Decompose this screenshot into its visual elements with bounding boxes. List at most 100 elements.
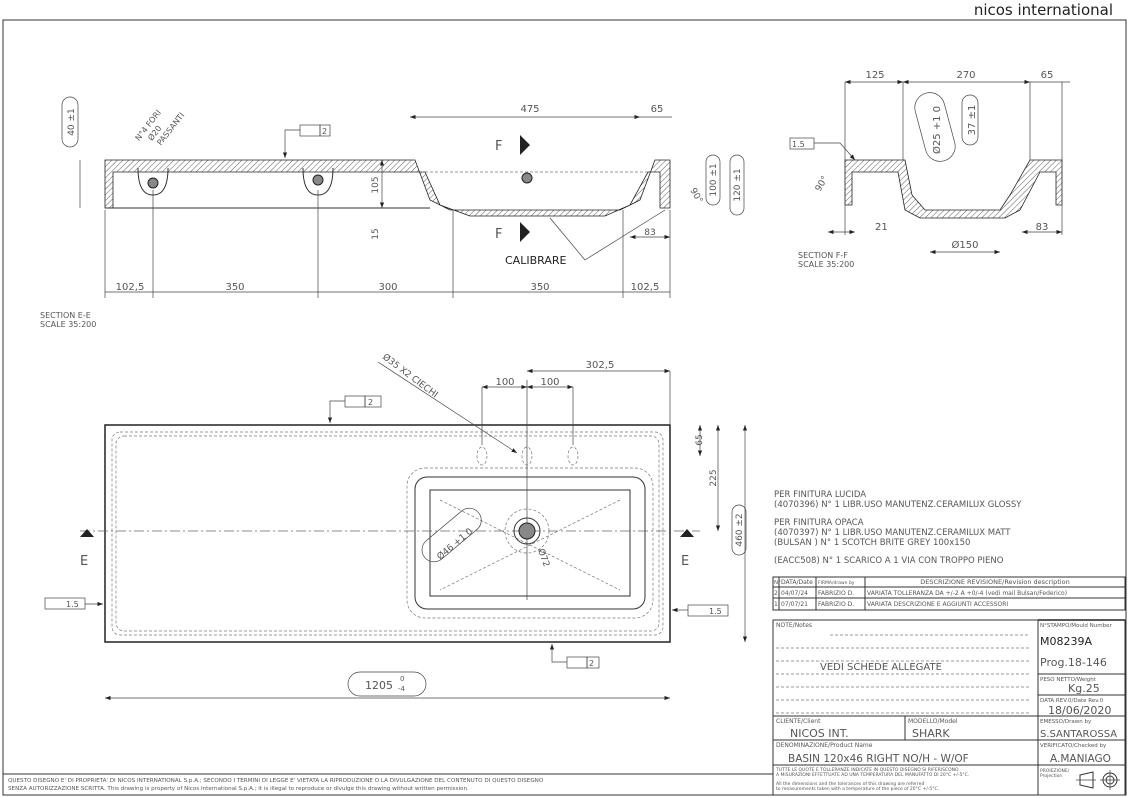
section-ee-dims-d100: 100 ±1: [709, 163, 719, 196]
title-block-client-label: CLIENTE/Client: [776, 718, 821, 725]
section-ff-dims-angle: 90°: [814, 175, 831, 194]
plan-flatness-right: 1.5: [709, 607, 722, 616]
section-ff-dims-d25: Ø25 +1 0: [931, 106, 943, 154]
title-block-product: BASIN 120x46 RIGHT NO/H - W/OF: [788, 753, 969, 765]
title-block-model-label: MODELLO/Model: [908, 718, 958, 725]
title-block-weight-label: PESO NETTO/Weight: [1040, 677, 1097, 683]
tap-hole-1: [147, 177, 159, 189]
plan-flatness-top: 2: [368, 398, 373, 407]
title-block-notes-label: NOTE/Notes: [776, 622, 812, 629]
plan-dims-d460: 460 ±2: [735, 513, 745, 546]
section-ee-dims-bottom-3: 350: [530, 282, 549, 293]
revisions-rows-0-3: VARIATA TOLLERANZA DA +/-2 A +0/-4 (vedi…: [867, 590, 1067, 597]
title-block-drawn-label: EMESSO/Drawn by: [1040, 719, 1092, 725]
title-block-tol-it-0: TUTTE LE QUOTE E TOLLERANZE INDICATE IN …: [775, 767, 959, 773]
notes-block-1: (4070396) N° 1 LIBR.USO MANUTENZ.CERAMIL…: [774, 500, 1022, 510]
plan-section-mark: E: [80, 554, 88, 569]
plan-dims-d46: Ø46 +1 0: [435, 526, 475, 562]
plan-holes-note: Ø35 X2 CIECHI: [380, 352, 440, 401]
title-block-drawn: S.SANTAROSSA: [1040, 729, 1117, 740]
plan-view: Ø46 +1 0 Ø72 100 100 302,5 Ø35 X2 CIECHI…: [44, 352, 748, 701]
section-ff-flatness: 1.5: [792, 140, 805, 149]
title-block-date: 18/06/2020: [1048, 704, 1111, 717]
section-ee-dims-angle: 90°: [687, 187, 704, 206]
title-block-date-label: DATA REV.0/Date Rev.0: [1040, 698, 1104, 704]
bowl-outline: [414, 476, 646, 610]
section-ee-flatness: 2: [322, 127, 327, 136]
section-ff-label: SECTION F-F: [798, 251, 848, 260]
section-ff-scale: SCALE 35:200: [798, 260, 854, 269]
title-block-projection-label-0: PROIEZIONE/: [1040, 768, 1070, 774]
plan-dims-d72: Ø72: [535, 547, 552, 568]
notes-block-4: (BULSAN ) N° 1 SCOTCH BRITE GREY 100x150: [774, 538, 970, 548]
section-ff-dims-d125: 125: [865, 70, 884, 81]
title-block-mould-label: N°STAMPO/Mould Number: [1040, 623, 1112, 629]
section-ee-dims-bottom-0: 102,5: [116, 282, 145, 293]
section-ee-dims-bottom-2: 300: [378, 282, 397, 293]
accessory-notes: PER FINITURA LUCIDA (4070396) N° 1 LIBR.…: [774, 490, 1022, 566]
revision-table: N° DATA/Date FIRMA/drawn by DESCRIZIONE …: [772, 576, 1126, 611]
notes-block-3: (4070397) N° 1 LIBR.USO MANUTENZ.CERAMIL…: [774, 528, 1011, 538]
section-ee-calibrare: CALIBRARE: [505, 254, 566, 267]
section-ff-dims-d83: 83: [1036, 222, 1049, 233]
section-ee-scale: SCALE 35:200: [40, 320, 96, 329]
footer-0: QUESTO DISEGNO E' DI PROPRIETA' DI NICOS…: [8, 778, 544, 784]
revisions-rows-0-0: 2: [774, 590, 778, 597]
revisions-rows-0-1: 04/07/24: [781, 590, 808, 597]
plan-dims-tol-dn: -4: [398, 685, 406, 693]
projection-symbol-icon: [1076, 770, 1120, 790]
title-block-prog: Prog.18-146: [1040, 656, 1107, 669]
plan-section-mark: E: [681, 554, 689, 569]
title-block-mould: M08239A: [1040, 635, 1092, 648]
plan-dims-d302: 302,5: [586, 360, 615, 371]
revisions-headers-0: N°: [774, 580, 781, 586]
section-ee-section-mark: F: [495, 227, 502, 242]
revisions-rows-1-0: 1: [774, 601, 778, 608]
plan-dims-d225: 225: [709, 469, 719, 486]
drain-hole: [521, 172, 533, 184]
footer-1: SENZA AUTORIZZAZIONE SCRITTA. This drawi…: [8, 786, 469, 792]
drain-icon: [518, 522, 536, 540]
revisions-rows-1-2: FABRIZIO D.: [818, 601, 854, 608]
plan-dims-d65: 65: [695, 434, 705, 445]
title-block-model: SHARK: [912, 727, 950, 740]
revisions-rows-1-1: 07/07/21: [781, 601, 808, 608]
revisions-headers-1: DATA/Date: [781, 579, 813, 586]
section-ee-dims-d15: 15: [371, 228, 381, 239]
title-block-tol-en-1: to measurements taken with a temperature…: [776, 786, 939, 792]
section-f-f: 125 270 65 Ø25 +1 0 37 ±1 1.5 90° 21 83 …: [789, 70, 1070, 269]
section-ff-dims-d21: 21: [875, 222, 888, 233]
plan-dims-d1205: 1205: [365, 679, 393, 692]
title-block-checked: A.MANIAGO: [1050, 753, 1111, 765]
company-logo: nicos international: [974, 1, 1113, 19]
basin-outline: [104, 424, 671, 643]
section-ee-dims-bottom-1: 350: [225, 282, 244, 293]
holes-note: N°4 FORI Ø20 PASSANTI: [133, 108, 186, 147]
plan-dims-d100a: 100: [495, 377, 514, 388]
title-block-client: NICOS INT.: [790, 727, 849, 740]
title-block-weight: Kg.25: [1068, 682, 1100, 695]
revisions-rows-1-3: VARIATA DESCRIZIONE E AGGIUNTI ACCESSORI: [867, 601, 1008, 608]
revisions-rows-0-2: FABRIZIO D.: [818, 590, 854, 597]
title-block-tol-en-0: All the dimensions and the tolerances of…: [776, 781, 924, 787]
section-ee-section-mark: F: [495, 139, 502, 154]
section-ff-dims-d270: 270: [956, 70, 975, 81]
section-ee-dims-d120: 120 ±1: [733, 168, 743, 201]
copyright-footer: QUESTO DISEGNO E' DI PROPRIETA' DI NICOS…: [3, 773, 773, 792]
section-ee-dims-d105: 105: [371, 176, 381, 193]
section-e-e: 475 65 40 ±1 105 15 100 ±1 120 ±1 90° 83…: [40, 96, 745, 329]
section-ff-dims-d37: 37 ±1: [967, 105, 978, 136]
plan-flatness-left: 1.5: [66, 600, 79, 609]
notes-block-5: (EACC508) N° 1 SCARICO A 1 VIA CON TROPP…: [774, 556, 1004, 566]
bottom-dims: 102,5 350 300 350 102,5: [104, 190, 671, 298]
title-block-tol-it-1: A MISURAZIONI EFFETTUATE AD UNA TEMPERAT…: [776, 772, 969, 778]
title-block-checked-label: VERIFICATO/Checked by: [1040, 743, 1107, 749]
notes-block-0: PER FINITURA LUCIDA: [774, 490, 866, 500]
section-ff-dims-d150: Ø150: [952, 239, 979, 251]
section-ff-dims-d65: 65: [1041, 70, 1054, 81]
title-block-product-label: DENOMINAZIONE/Product Name: [776, 742, 873, 749]
title-block: NOTE/Notes VEDI SCHEDE ALLEGATE N°STAMPO…: [772, 619, 1126, 796]
notes-block-2: PER FINITURA OPACA: [774, 518, 864, 528]
section-ee-dims-d65: 65: [651, 104, 664, 115]
